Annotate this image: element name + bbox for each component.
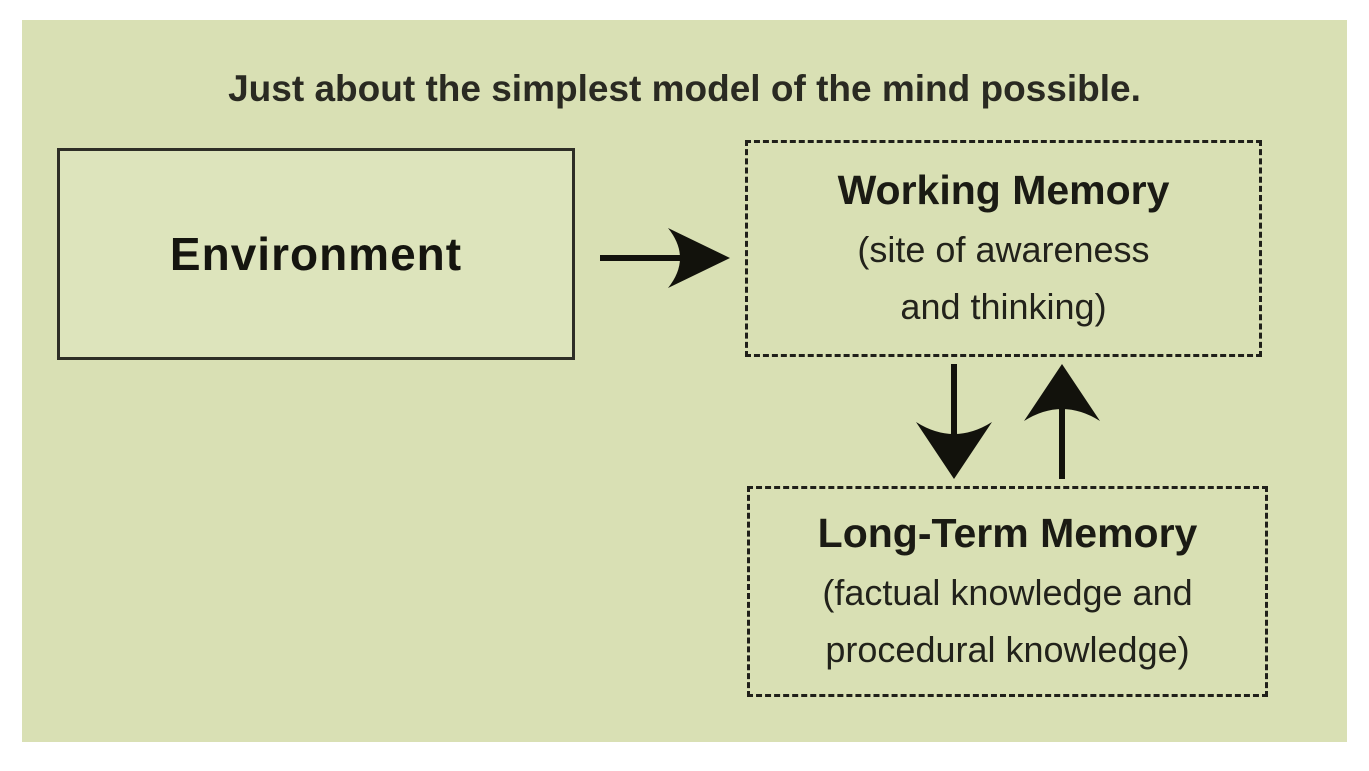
working-memory-subtitle-line2: and thinking): [900, 286, 1107, 328]
mind-model-diagram-panel: Just about the simplest model of the min…: [22, 20, 1347, 742]
long-term-memory-title: Long-Term Memory: [817, 510, 1198, 557]
figure-caption: Just about the simplest model of the min…: [228, 68, 1141, 109]
environment-label: Environment: [169, 228, 463, 280]
down-arrow-icon: [916, 364, 992, 479]
working-memory-node: Working Memory (site of awareness and th…: [745, 140, 1262, 357]
long-term-memory-subtitle-line2: procedural knowledge): [825, 629, 1190, 671]
right-arrow-icon: [600, 228, 730, 288]
environment-node: Environment: [57, 148, 575, 360]
long-term-memory-subtitle-line1: (factual knowledge and: [822, 571, 1193, 613]
long-term-memory-node: Long-Term Memory (factual knowledge and …: [747, 486, 1268, 697]
working-memory-subtitle-line1: (site of awareness: [857, 228, 1150, 270]
working-memory-title: Working Memory: [837, 167, 1170, 214]
up-arrow-icon: [1024, 364, 1100, 479]
